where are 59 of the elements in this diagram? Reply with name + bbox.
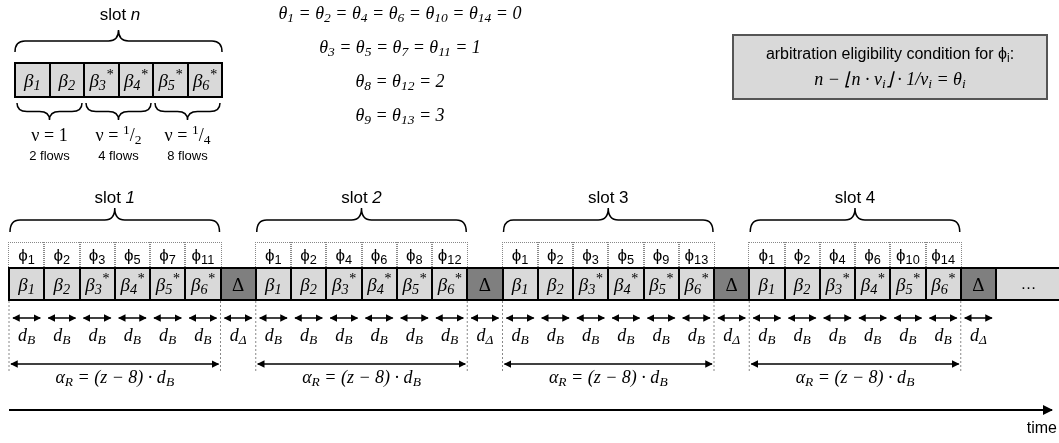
equation: θ$_{3}$ = θ$_{5}$ = θ$_{7}$ = θ$_{11}$ = 1	[319, 36, 481, 59]
equation: α$_{R}$ = (z − 8) · d$_{B}$	[55, 366, 175, 389]
continuation-cell: …	[995, 267, 1059, 301]
rate-label: ν = 1	[31, 124, 68, 147]
equation: θ$_{9}$ = θ$_{13}$ = 3	[355, 104, 445, 127]
duration-label: d$_{B}$	[758, 324, 776, 347]
slot-cell: β$_{2}$	[43, 267, 81, 301]
condition-box	[732, 34, 1048, 100]
flow-count: 4 flows	[98, 148, 139, 165]
equation: α$_{R}$ = (z − 8) · d$_{B}$	[302, 366, 421, 389]
flow-count: 2 flows	[29, 148, 70, 165]
axis-label: time	[1026, 418, 1057, 438]
duration-label: d$_{B}$	[546, 324, 564, 347]
rate-label: ν = $^{1}$/$_{2}$	[95, 124, 142, 147]
duration-label: d$_{B}$	[194, 324, 212, 347]
duration-label: d$_{B}$	[300, 324, 318, 347]
gap-cell: Δ	[713, 267, 751, 301]
duration-label: d$_{B}$	[441, 324, 459, 347]
slot-cell: β$_{2}$	[290, 267, 328, 301]
equation: α$_{R}$ = (z − 8) · d$_{B}$	[548, 366, 668, 389]
duration-label: d$_{Δ}$	[723, 324, 741, 347]
duration-label: d$_{B}$	[899, 324, 917, 347]
slot-cell: β$_{1}$	[748, 267, 786, 301]
equation: θ$_{1}$ = θ$_{2}$ = θ$_{4}$ = θ$_{6}$ = θ$_{10}$ = θ$_{14}$ = 0	[278, 2, 522, 25]
duration-label: d$_{B}$	[335, 324, 353, 347]
duration-label: d$_{B}$	[511, 324, 529, 347]
duration-label: d$_{B}$	[864, 324, 882, 347]
duration-label: d$_{Δ}$	[229, 324, 247, 347]
slot-label: slot 1	[94, 187, 136, 209]
duration-label: d$_{B}$	[934, 324, 952, 347]
duration-label: d$_{B}$	[123, 324, 141, 347]
duration-label: d$_{B}$	[18, 324, 36, 347]
duration-label: d$_{B}$	[405, 324, 423, 347]
slot-label: slot 3	[587, 187, 629, 209]
duration-label: d$_{B}$	[687, 324, 705, 347]
duration-label: d$_{B}$	[264, 324, 282, 347]
gap-cell: Δ	[466, 267, 504, 301]
duration-label: d$_{B}$	[582, 324, 600, 347]
slot-label: slot n	[99, 4, 141, 26]
duration-label: d$_{B}$	[828, 324, 846, 347]
equation: n − ⌊n · ν$_{i}$⌋ · 1/ν$_{i}$ = θ$_{i}$	[814, 67, 966, 91]
rate-label: ν = $^{1}$/$_{4}$	[164, 124, 211, 147]
slot-label: slot 2	[341, 187, 382, 209]
slot-cell: β$_{1}$	[8, 267, 46, 301]
duration-label: d$_{B}$	[53, 324, 71, 347]
duration-label: d$_{B}$	[652, 324, 670, 347]
duration-label: d$_{Δ}$	[476, 324, 494, 347]
slot-cell: β$_{1}$	[14, 62, 51, 98]
duration-label: d$_{B}$	[88, 324, 106, 347]
equation: α$_{R}$ = (z − 8) · d$_{B}$	[795, 366, 915, 389]
condition-title: arbitration eligibility condition for ϕ$_{i}$:	[765, 43, 1015, 64]
duration-label: d$_{B}$	[793, 324, 811, 347]
duration-label: d$_{Δ}$	[969, 324, 987, 347]
duration-label: d$_{B}$	[370, 324, 388, 347]
equation: θ$_{8}$ = θ$_{12}$ = 2	[355, 70, 445, 93]
slot-label: slot 4	[834, 187, 876, 209]
flow-count: 8 flows	[167, 148, 208, 165]
duration-label: d$_{B}$	[617, 324, 635, 347]
duration-label: d$_{B}$	[159, 324, 177, 347]
